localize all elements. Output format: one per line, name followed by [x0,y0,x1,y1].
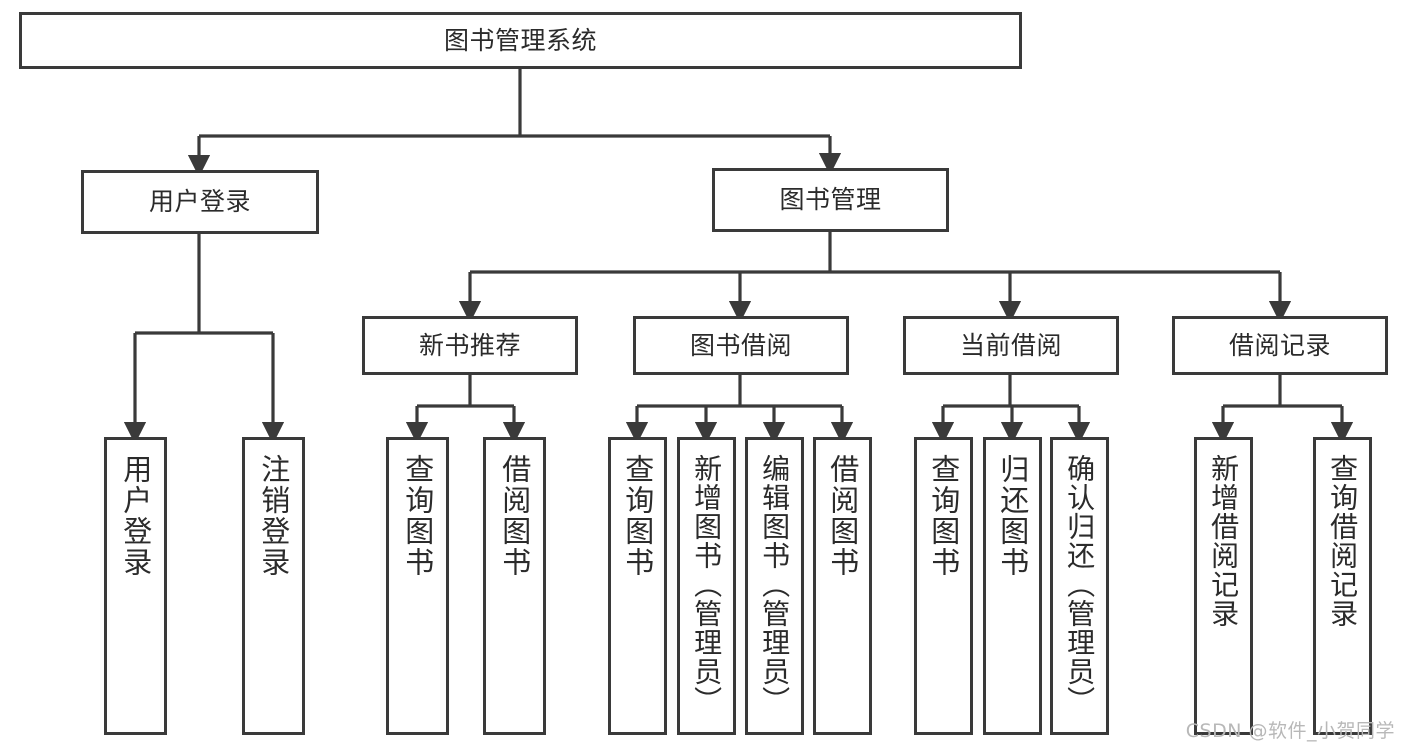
leaf-borrow-book-recommend-label: 借阅图书 [497,454,532,578]
leaf-confirm-return-admin[interactable]: 确认归还（管理员） [1050,437,1109,735]
watermark: CSDN @软件_小贺同学 [1185,720,1395,742]
node-new-book-recommend-label: 新书推荐 [418,330,521,360]
node-book-borrow-label: 图书借阅 [689,330,792,360]
node-root-label: 图书管理系统 [443,25,597,55]
node-book-management-label: 图书管理 [779,185,882,215]
leaf-query-borrow-record[interactable]: 查询借阅记录 [1313,437,1372,735]
leaf-user-login-label: 用户登录 [118,454,153,578]
node-root[interactable]: 图书管理系统 [19,12,1022,69]
leaf-confirm-return-admin-label: 确认归还（管理员） [1063,454,1097,715]
node-borrow-record[interactable]: 借阅记录 [1172,316,1388,375]
node-book-management[interactable]: 图书管理 [712,168,949,232]
leaf-borrow-book-recommend[interactable]: 借阅图书 [483,437,546,735]
node-book-borrow[interactable]: 图书借阅 [633,316,849,375]
leaf-edit-book-admin[interactable]: 编辑图书（管理员） [745,437,804,735]
leaf-add-book-admin-label: 新增图书（管理员） [690,454,724,715]
leaf-logout[interactable]: 注销登录 [242,437,305,735]
leaf-edit-book-admin-label: 编辑图书（管理员） [758,454,792,715]
node-current-borrow-label: 当前借阅 [959,330,1062,360]
node-new-book-recommend[interactable]: 新书推荐 [362,316,578,375]
leaf-borrow-book-label: 借阅图书 [825,454,860,578]
leaf-query-book-borrow[interactable]: 查询图书 [608,437,667,735]
leaf-user-login[interactable]: 用户登录 [104,437,167,735]
leaf-query-book-current[interactable]: 查询图书 [914,437,973,735]
leaf-return-book[interactable]: 归还图书 [983,437,1042,735]
node-current-borrow[interactable]: 当前借阅 [903,316,1119,375]
node-user-login-label: 用户登录 [148,187,251,217]
node-user-login[interactable]: 用户登录 [81,170,319,234]
leaf-query-borrow-record-label: 查询借阅记录 [1326,454,1360,628]
leaf-logout-label: 注销登录 [256,454,291,578]
leaf-return-book-label: 归还图书 [995,454,1030,578]
leaf-query-book-current-label: 查询图书 [926,454,961,578]
leaf-add-borrow-record[interactable]: 新增借阅记录 [1194,437,1253,735]
leaf-query-book-recommend[interactable]: 查询图书 [386,437,449,735]
leaf-borrow-book[interactable]: 借阅图书 [813,437,872,735]
leaf-add-book-admin[interactable]: 新增图书（管理员） [677,437,736,735]
leaf-query-book-borrow-label: 查询图书 [620,454,655,578]
leaf-add-borrow-record-label: 新增借阅记录 [1207,454,1241,628]
node-borrow-record-label: 借阅记录 [1228,330,1331,360]
leaf-query-book-recommend-label: 查询图书 [400,454,435,578]
